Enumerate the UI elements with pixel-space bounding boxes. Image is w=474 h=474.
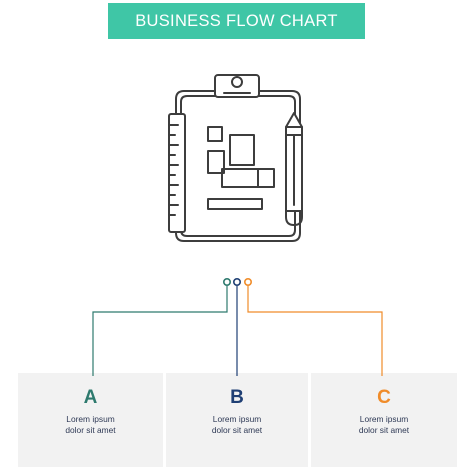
step-text-b-line2: dolor sit amet <box>211 424 263 435</box>
connector-dot-c <box>244 277 253 286</box>
connector-dot-a <box>223 277 232 286</box>
step-text-a-line2: dolor sit amet <box>65 424 116 435</box>
step-card-c: C Lorem ipsum dolor sit amet <box>311 373 457 467</box>
panel-c-bg <box>311 373 457 467</box>
panel-a-bg <box>18 373 163 467</box>
step-text-b-line1: Lorem ipsum <box>212 414 262 424</box>
connector-dot-b <box>233 277 242 286</box>
step-letter-b: B <box>230 387 244 408</box>
step-text-a-line1: Lorem ipsum <box>66 414 115 424</box>
chart-title: BUSINESS FLOW CHART <box>135 11 338 30</box>
step-text-c-line1: Lorem ipsum <box>359 414 409 424</box>
panel-b-bg <box>166 373 308 467</box>
clipboard-flowchart-icon <box>168 74 303 242</box>
step-text-c-line2: dolor sit amet <box>358 424 410 435</box>
step-letter-c: C <box>377 387 391 408</box>
connector-line-a <box>92 286 228 376</box>
step-letter-a: A <box>83 387 98 408</box>
title-banner: BUSINESS FLOW CHART <box>108 3 365 39</box>
step-text-c: Lorem ipsum dolor sit amet <box>311 414 457 435</box>
step-card-a: A Lorem ipsum dolor sit amet <box>18 373 163 467</box>
step-text-b: Lorem ipsum dolor sit amet <box>166 414 308 435</box>
step-card-b: B Lorem ipsum dolor sit amet <box>166 373 308 467</box>
connector-line-c <box>247 286 383 376</box>
step-text-a: Lorem ipsum dolor sit amet <box>18 414 163 435</box>
